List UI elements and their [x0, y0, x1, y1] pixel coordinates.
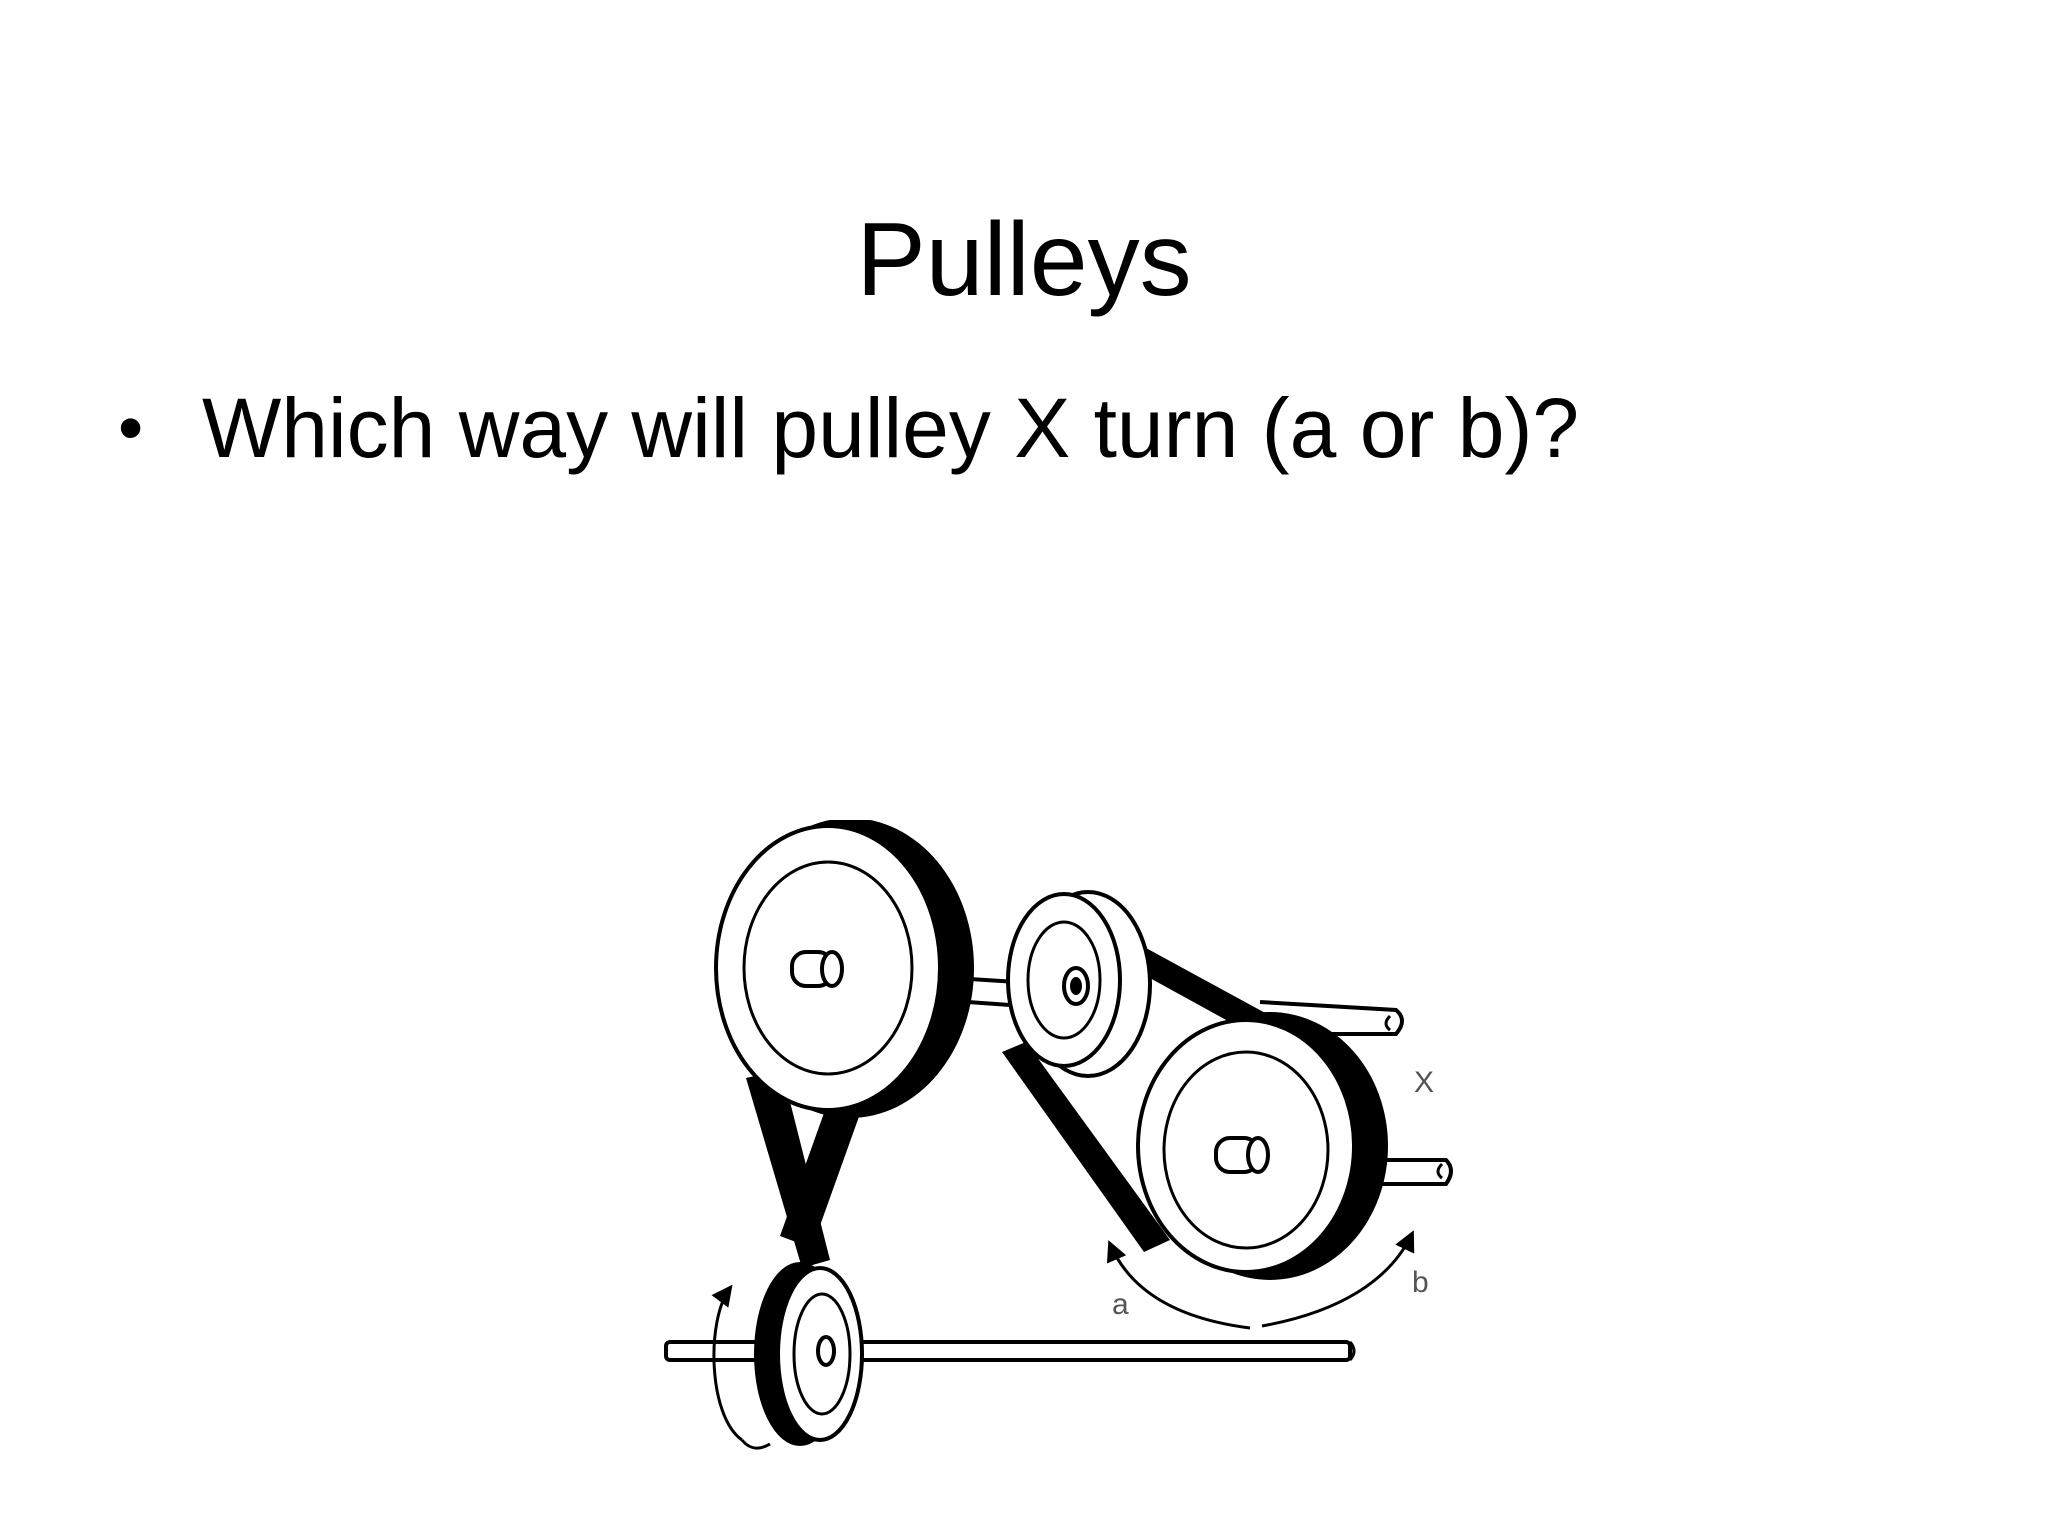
bullet-list: • Which way will pulley X turn (a or b)?: [118, 372, 1579, 484]
large-pulley: [714, 820, 974, 1118]
direction-b-label: b: [1412, 1266, 1429, 1299]
drive-pulley: [754, 1262, 864, 1446]
direction-b-arrow-icon: [1261, 1230, 1415, 1328]
slide-title: Pulleys: [856, 202, 1192, 318]
bullet-item: • Which way will pulley X turn (a or b)?: [118, 372, 1579, 484]
drive-rotation-arrow-icon: [711, 1284, 771, 1450]
direction-a-label: a: [1112, 1288, 1129, 1321]
pulley-diagram: X a b: [650, 820, 1490, 1480]
pulley-x-label: X: [1414, 1066, 1434, 1099]
middle-pulley: [1006, 890, 1152, 1078]
pulley-x: [1136, 1012, 1388, 1280]
direction-a-arrow-icon: [1106, 1240, 1251, 1330]
pulley-x-axle-icon: [1214, 1136, 1270, 1174]
large-pulley-axle-icon: [790, 950, 844, 988]
question-text: Which way will pulley X turn (a or b)?: [202, 381, 1580, 475]
direction-arrows: [1106, 1230, 1415, 1330]
pulley-diagram-svg: X a b: [664, 820, 1453, 1450]
bullet-marker: •: [118, 388, 144, 468]
